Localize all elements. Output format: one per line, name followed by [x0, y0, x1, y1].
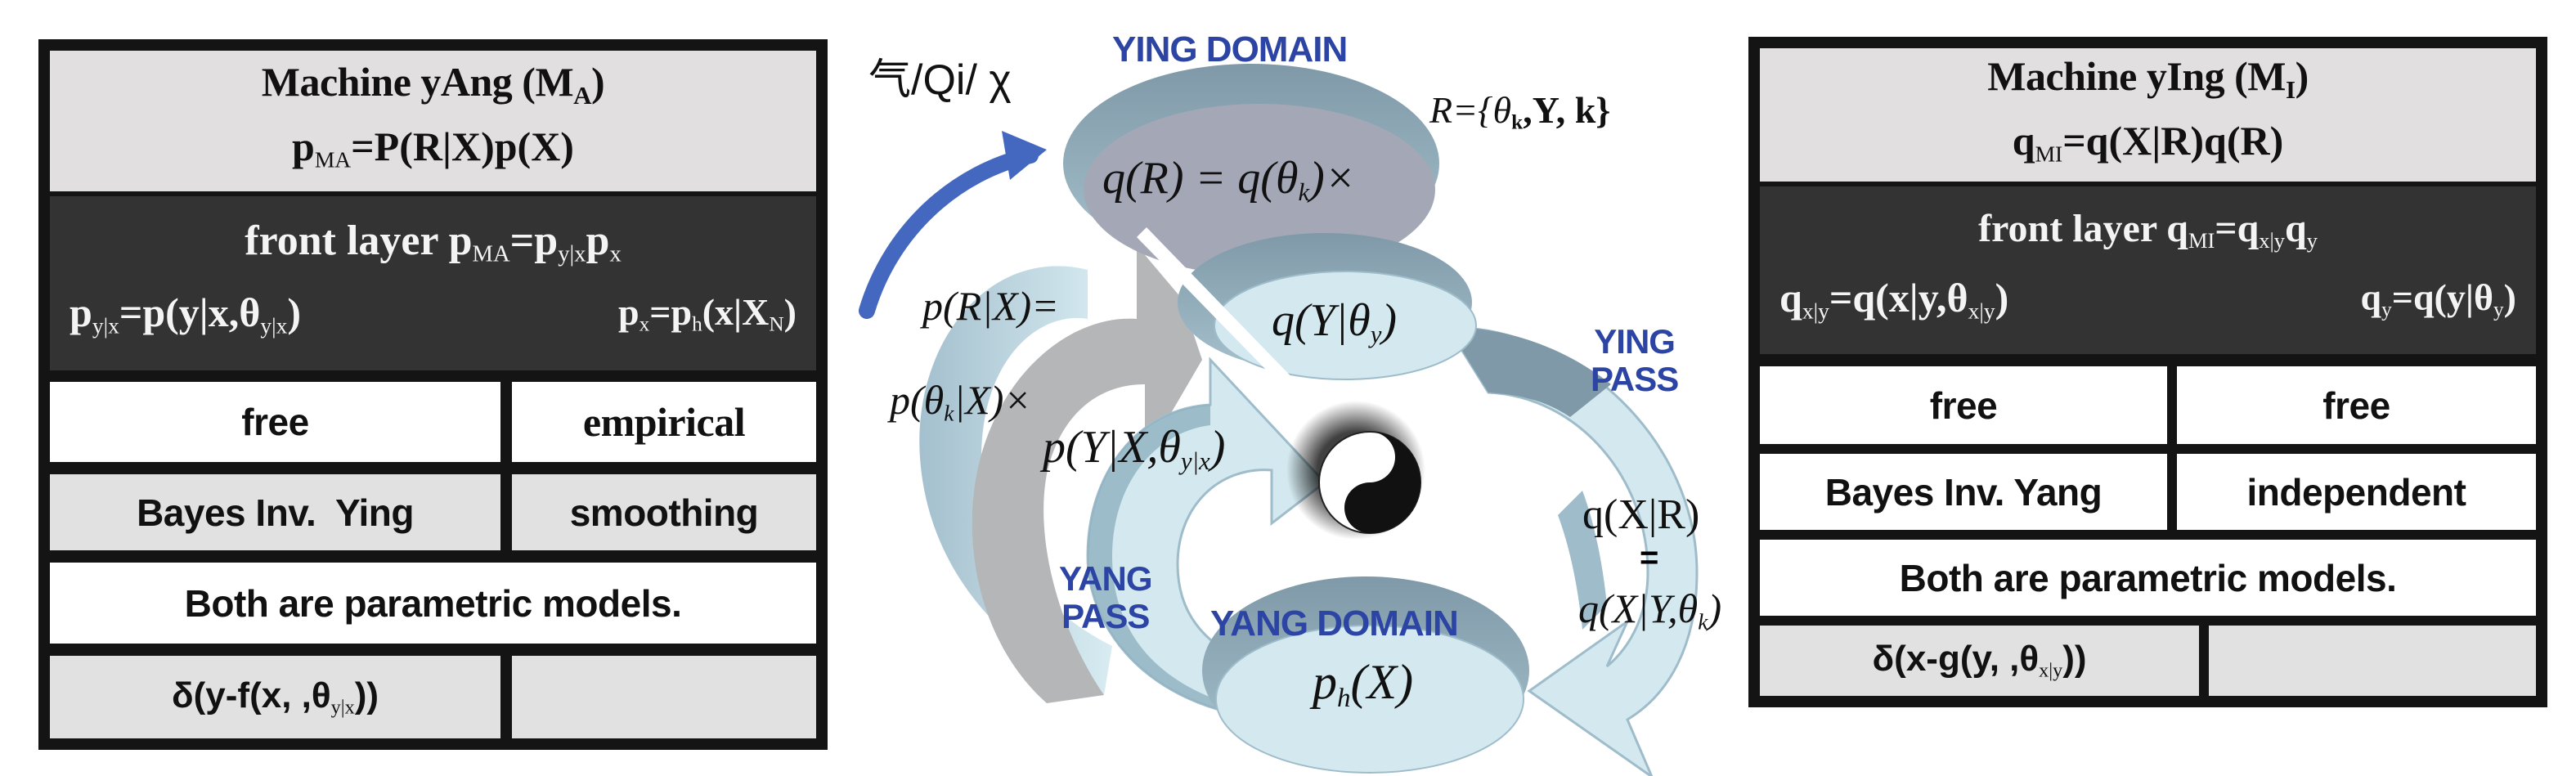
qR-formula: q(R) = q(θk)×: [1102, 153, 1356, 207]
ying-row-free-left: free: [1760, 366, 2167, 444]
ying-domain-disc-top: [1084, 104, 1435, 276]
yang-row-delta-left: δ(y-f(x, ,θy|x)): [50, 656, 500, 738]
qY-formula: q(Y|θy): [1272, 295, 1398, 349]
yang-row-free-left: free: [50, 382, 500, 462]
qy-disc-top: [1214, 271, 1477, 380]
qi-label: 气/Qi/ χ: [868, 56, 1012, 104]
yang-domain-disc-top: [1215, 625, 1524, 774]
ying-row-both-parametric: Both are parametric models.: [1760, 540, 2536, 616]
yang-marginal-formula: px=ph(x|XN): [618, 290, 797, 336]
yang-front-layer-formula: front layer pMA=py|xpx: [245, 218, 622, 267]
ying-row-bayes-right: independent: [2177, 454, 2536, 530]
yang-joint-formula: pMA=P(R|X)p(X): [292, 123, 574, 173]
machine-yang-table: Machine yAng (MA) pMA=P(R|X)p(X) front l…: [38, 39, 828, 750]
cycle-direction-arrow: [859, 147, 1039, 319]
yang-conditional-formula: py|x=p(y|x,θy|x): [70, 289, 302, 338]
yang-row-free-right: empirical: [512, 382, 816, 462]
ying-marginal-formula: qy=q(y|θy): [2360, 276, 2517, 321]
ying-domain-label: YING DOMAIN: [1112, 29, 1348, 70]
ying-row-free-right: free: [2177, 366, 2536, 444]
yang-domain-label: YANG DOMAIN: [1210, 603, 1459, 644]
ying-title: Machine yIng (MI): [1987, 52, 2309, 104]
ying-pass-arrow-shade: [1447, 327, 1611, 417]
r-definition: R={θk,Y, k}: [1429, 89, 1611, 134]
pYX-formula: p(Y|X,θy|x): [1043, 422, 1226, 476]
yang-front-layer-cell: front layer pMA=py|xpx py|x=p(y|x,θy|x) …: [50, 196, 816, 370]
yang-row-delta-right: [512, 656, 816, 738]
qXR-formula: q(X|R): [1582, 491, 1700, 538]
cycle-direction-arrowhead: [1002, 131, 1047, 180]
yin-yang-icon: [1318, 431, 1421, 534]
ying-row-delta-right: [2209, 626, 2536, 696]
pRX-formula-line1: p(R|X)=: [922, 283, 1059, 329]
pRX-formula-line2: p(θk|X)×: [890, 377, 1032, 426]
yang-pass-arrow-inner: [1088, 405, 1243, 715]
yang-row-bayes-right: smoothing: [512, 474, 816, 550]
qXY-formula: q(X|Y,θk): [1578, 585, 1722, 635]
ying-conditional-formula: qx|y=q(x|y,θx|y): [1779, 275, 2009, 324]
gray-posterior-arrow: [972, 245, 1202, 703]
ying-front-layer-cell: front layer qMI=qx|yqy qx|y=q(x|y,θx|y) …: [1760, 186, 2536, 354]
ying-header-cell: Machine yIng (MI) qMI=q(X|R)q(R): [1760, 48, 2536, 182]
yang-title: Machine yAng (MA): [261, 59, 605, 110]
ying-yang-cycle-diagram: 气/Qi/ χ YING DOMAIN R={θk,Y, k} q(R) = q…: [842, 0, 1742, 776]
ying-joint-formula: qMI=q(X|R)q(R): [2012, 117, 2284, 167]
ying-pass-arrow-inner-shade: [1558, 491, 1607, 630]
yang-header-cell: Machine yAng (MA) pMA=P(R|X)p(X): [50, 51, 816, 191]
ying-pass-arrow: [1445, 325, 1699, 776]
ph-formula: ph(X): [1313, 655, 1414, 713]
ying-left-outer-band: [919, 266, 1112, 696]
diagram-graphics: [859, 64, 1699, 776]
machine-ying-table: Machine yIng (MI) qMI=q(X|R)q(R) front l…: [1748, 37, 2547, 707]
qXR-equals: =: [1640, 540, 1659, 576]
ying-row-bayes-left: Bayes Inv. Yang: [1760, 454, 2167, 530]
yang-row-bayes-left: Bayes Inv. Ying: [50, 474, 500, 550]
ying-front-layer-formula: front layer qMI=qx|yqy: [1978, 207, 2318, 253]
ying-row-delta-left: δ(x-g(y, ,θx|y)): [1760, 626, 2199, 696]
yang-row-both-parametric: Both are parametric models.: [50, 563, 816, 644]
